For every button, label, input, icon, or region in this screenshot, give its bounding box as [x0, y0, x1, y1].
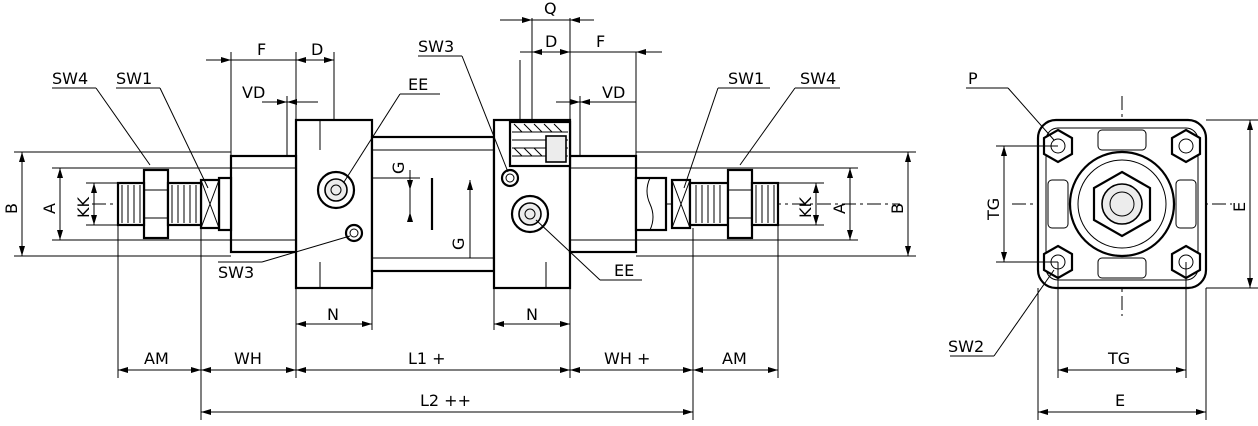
- label-l1: L1 +: [408, 349, 446, 368]
- label-sw1-right: SW1: [728, 69, 764, 88]
- label-e-vertical: E: [1230, 202, 1249, 212]
- dimension-labels: Q F D D F VD VD SW3 SW3 SW4 SW1 SW1 SW4 …: [2, 0, 1249, 410]
- label-tg-vertical: TG: [984, 198, 1003, 221]
- label-tg-horizontal: TG: [1107, 349, 1130, 368]
- label-ee-top: EE: [408, 75, 428, 94]
- label-n-left: N: [327, 305, 339, 324]
- label-b-right: B: [888, 203, 907, 214]
- right-rod: [634, 176, 668, 232]
- label-vd-left: VD: [242, 83, 265, 102]
- label-kk-right: KK: [796, 197, 815, 218]
- label-b-left: B: [2, 203, 21, 214]
- label-wh-right: WH +: [604, 349, 650, 368]
- label-p: P: [968, 69, 978, 88]
- label-vd-right: VD: [602, 83, 625, 102]
- label-sw3-top: SW3: [418, 37, 454, 56]
- cylinder-end-view: [950, 87, 1258, 420]
- label-am-left: AM: [144, 349, 169, 368]
- port-section-detail: [508, 120, 572, 168]
- label-a-left: A: [40, 203, 59, 214]
- label-g-bottom: G: [449, 238, 468, 250]
- label-f-left: F: [257, 40, 266, 59]
- label-am-right: AM: [722, 349, 747, 368]
- label-d-left: D: [311, 40, 323, 59]
- leader-lines: [52, 55, 840, 281]
- sensor-hole-right: [500, 168, 520, 188]
- label-g-top: G: [389, 162, 408, 174]
- left-rod: [217, 176, 233, 232]
- label-sw3-bottom: SW3: [218, 263, 254, 282]
- right-front-flange: [568, 154, 638, 254]
- left-front-flange: [229, 154, 298, 254]
- sensor-hole-left: [344, 223, 364, 243]
- label-sw4-left: SW4: [52, 69, 88, 88]
- label-n-right: N: [526, 305, 538, 324]
- label-ee-bottom: EE: [614, 261, 634, 280]
- label-f-right: F: [596, 32, 605, 51]
- label-e-horizontal: E: [1115, 391, 1125, 410]
- label-q: Q: [544, 0, 557, 18]
- label-d-right: D: [545, 32, 557, 51]
- label-kk-left: KK: [74, 197, 93, 218]
- label-sw1-left: SW1: [116, 69, 152, 88]
- label-sw2: SW2: [948, 337, 984, 356]
- label-wh-left: WH: [234, 349, 262, 368]
- dimension-arrows: [19, 17, 911, 415]
- label-sw4-right: SW4: [800, 69, 836, 88]
- label-l2: L2 ++: [420, 391, 471, 410]
- cylinder-side-view: [14, 17, 916, 420]
- right-lock-nut: [726, 168, 754, 240]
- left-lock-nut: [142, 168, 170, 240]
- label-a-right: A: [830, 203, 849, 214]
